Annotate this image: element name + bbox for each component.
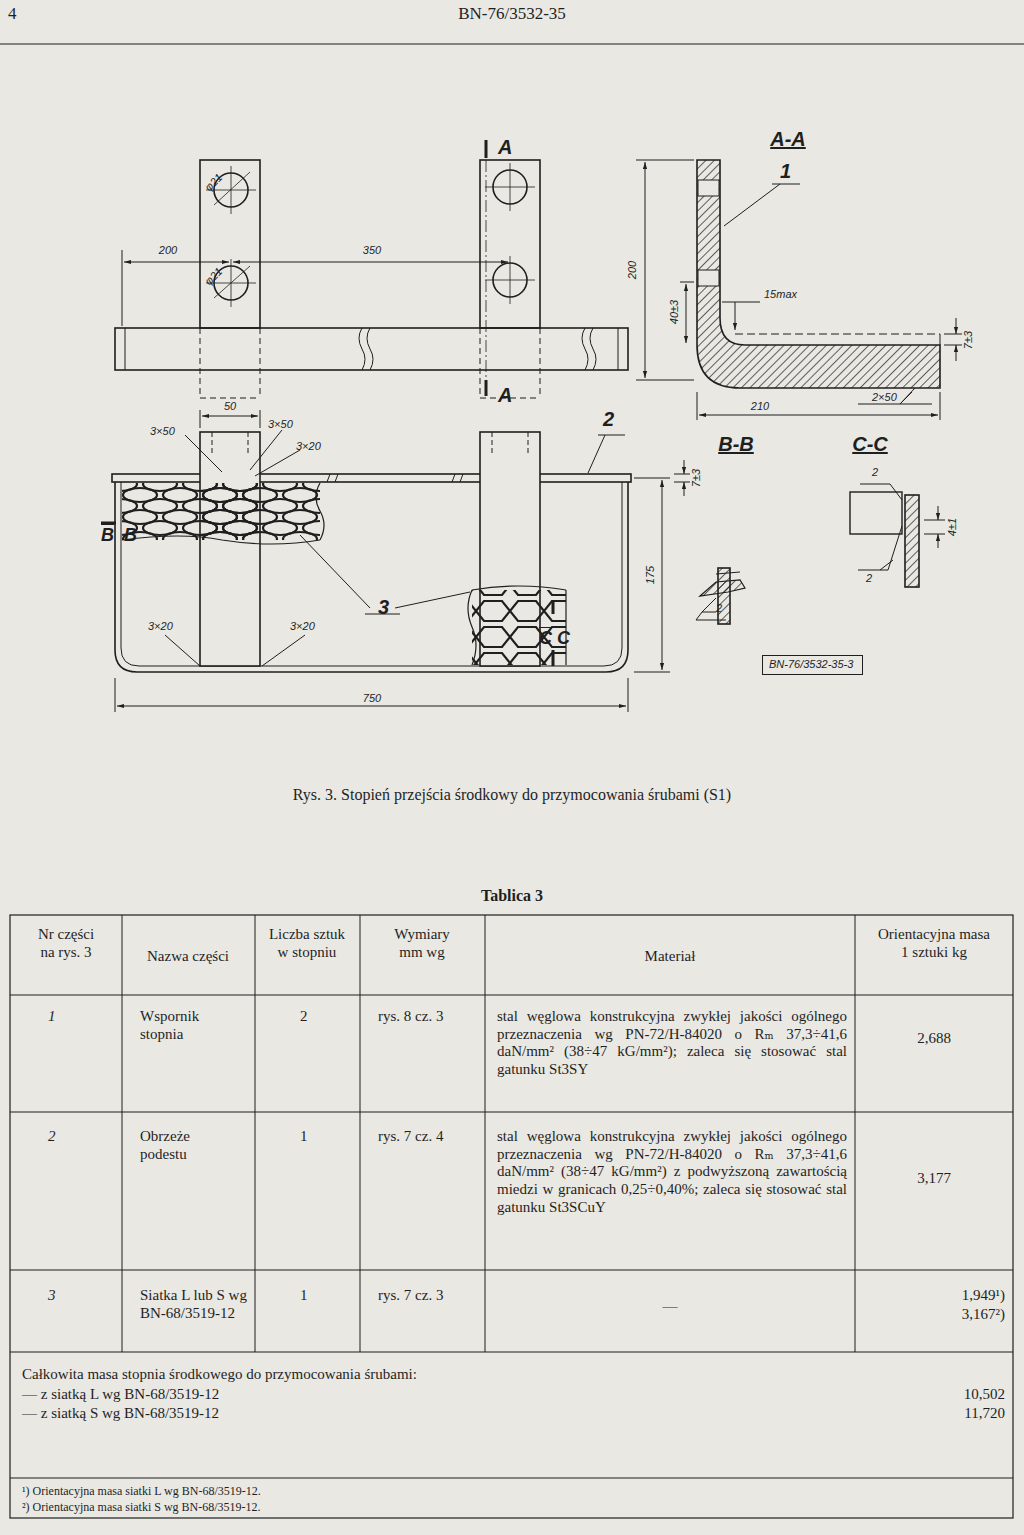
total-mass-note: — z siatką S wg BN-68/3519-12 (22, 1405, 219, 1423)
table-cell: Siatka L lub S wg BN-68/3519-12 (140, 1287, 250, 1322)
table-cell: — (663, 1298, 678, 1316)
weld-symbol-text: 2×50 (872, 391, 897, 404)
weld-symbol-text: 3×20 (148, 620, 173, 633)
table-header: Wymiary mm wg (382, 926, 462, 961)
section-letter: C (539, 628, 552, 649)
callout-number: 3 (378, 596, 389, 620)
table-cell: 1 (300, 1287, 308, 1305)
table-cell: Wspornik stopnia (140, 1008, 240, 1043)
weld-symbol-text: 2 (866, 572, 872, 585)
table-cell: 3 (48, 1287, 56, 1305)
section-letter: B (124, 525, 137, 546)
table-header: Liczba sztuk w stopniu (265, 926, 349, 961)
weld-symbol-text: 3×50 (150, 425, 175, 438)
document-code: BN-76/3532-35 (458, 4, 566, 24)
table-cell: 3,177 (917, 1170, 951, 1188)
section-title: C-C (852, 433, 888, 457)
dimension-text: 15max (764, 288, 797, 301)
weld-symbol-text: 2 (716, 602, 722, 615)
dimension-text: 7±3 (690, 469, 703, 487)
weld-symbol-text: 3×50 (268, 418, 293, 431)
table-cell: 3,167²) (962, 1306, 1005, 1324)
dimension-text: 50 (224, 400, 236, 413)
table-cell: 2 (300, 1008, 308, 1026)
weld-symbol-text: 2 (872, 466, 878, 479)
figure-caption: Rys. 3. Stopień przejścia środkowy do pr… (293, 786, 731, 805)
section-letter: A (498, 136, 512, 160)
dimension-text: 210 (751, 400, 769, 413)
weld-symbol-text: 3×20 (290, 620, 315, 633)
dimension-text: 200 (626, 261, 639, 279)
section-title: B-B (718, 433, 754, 457)
dimension-text: 7±3 (962, 331, 975, 349)
table-cell: 2,688 (917, 1030, 951, 1048)
section-letter: C (557, 628, 570, 649)
table-cell: rys. 7 cz. 4 (378, 1128, 448, 1146)
dimension-text: 4±1 (946, 518, 959, 536)
dimension-text: 350 (363, 244, 381, 257)
table-cell: rys. 8 cz. 3 (378, 1008, 448, 1026)
stamp-text: BN-76/3532-35-3 (769, 658, 856, 670)
table-cell: 11,720 (964, 1405, 1005, 1423)
table-cell: 10,502 (964, 1386, 1005, 1404)
table-cell: Obrzeże podestu (140, 1128, 240, 1163)
table-cell: 1,949¹) (962, 1287, 1005, 1305)
footnote: ²) Orientacyjna masa siatki S wg BN-68/3… (22, 1500, 261, 1514)
table-cell: stal węglowa konstrukcyjna zwykłej jakoś… (497, 1128, 847, 1216)
section-letter: B (101, 525, 114, 546)
table-header: Orientacyjna masa 1 sztuki kg (874, 926, 994, 961)
weld-symbol-text: 3×20 (296, 440, 321, 453)
total-mass-note: — z siatką L wg BN-68/3519-12 (22, 1386, 219, 1404)
table-header: Nazwa części (128, 948, 248, 966)
page-number: 4 (8, 4, 17, 24)
table-header: Nr części na rys. 3 (30, 926, 102, 961)
table-cell: 2 (48, 1128, 56, 1146)
callout-number: 2 (603, 408, 614, 432)
dimension-text: 200 (159, 244, 177, 257)
dimension-text: 175 (644, 566, 657, 584)
title-stamp-box: BN-76/3532-35-3 (762, 655, 863, 675)
footnote: ¹) Orientacyjna masa siatki L wg BN-68/3… (22, 1484, 261, 1498)
table-cell: stal węglowa konstrukcyjna zwykłej jakoś… (497, 1008, 847, 1079)
table-cell: 1 (300, 1128, 308, 1146)
table-title: Tablica 3 (481, 887, 543, 906)
total-mass-note: Całkowita masa stopnia środkowego do prz… (22, 1366, 417, 1384)
dimension-text: 40±3 (668, 300, 681, 324)
section-letter: A (498, 384, 512, 408)
table-header: Materiał (645, 948, 696, 966)
dimension-text: 750 (363, 692, 381, 705)
table-cell: rys. 7 cz. 3 (378, 1287, 448, 1305)
section-title: A-A (770, 128, 806, 152)
table-cell: 1 (48, 1008, 56, 1026)
callout-number: 1 (780, 160, 791, 184)
dimension-text: φ21 (202, 171, 225, 194)
